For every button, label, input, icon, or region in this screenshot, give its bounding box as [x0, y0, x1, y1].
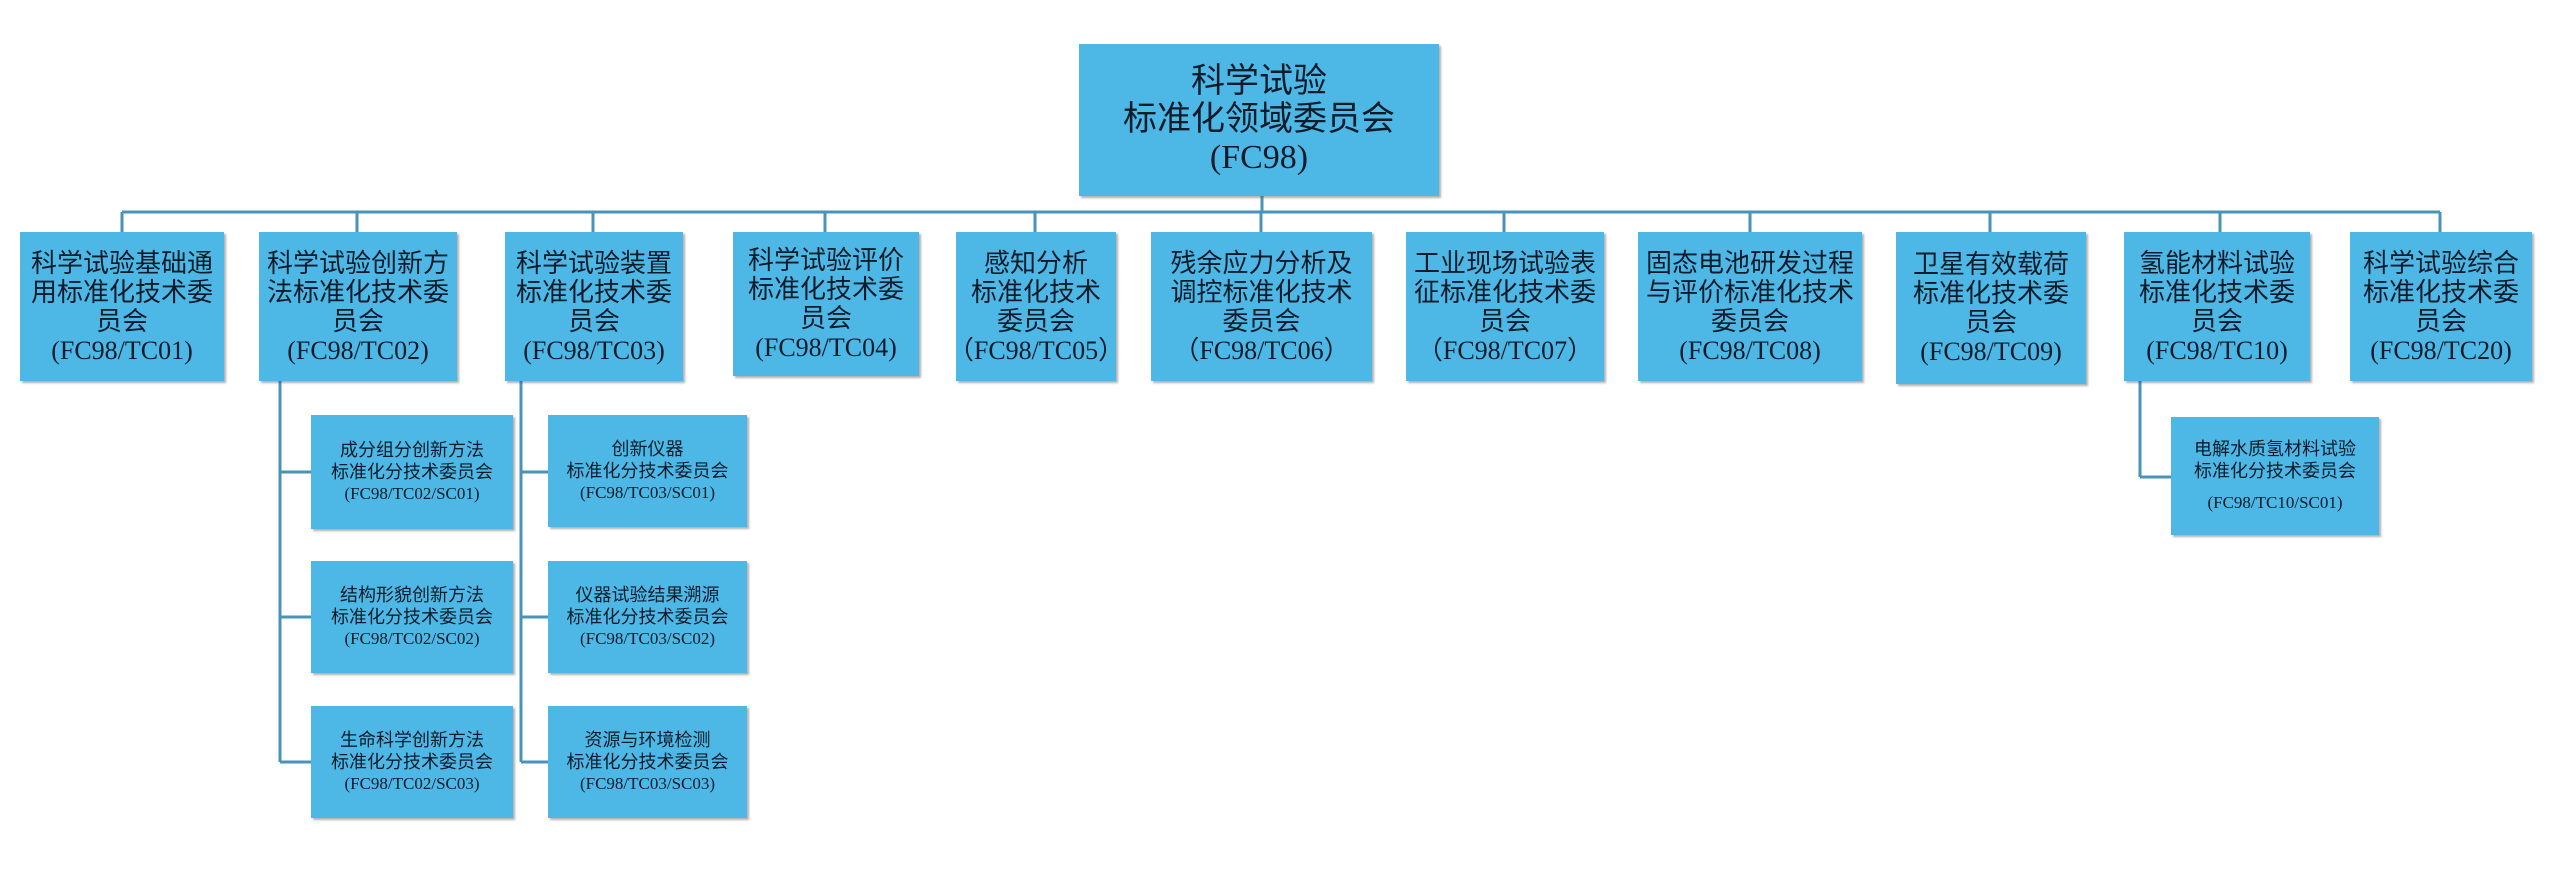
subcommittee-tc03-sc03: 资源与环境检测 标准化分技术委员会 (FC98/TC03/SC03) [548, 706, 747, 818]
committee-tc09: 卫星有效载荷 标准化技术委 员会 (FC98/TC09) [1896, 232, 2086, 384]
committee-tc20: 科学试验综合 标准化技术委 员会 (FC98/TC20) [2350, 232, 2532, 381]
subcommittee-code: (FC98/TC02/SC03) [344, 774, 480, 793]
root-committee: 科学试验 标准化领域委员会 (FC98) [1079, 44, 1439, 196]
committee-code: （FC98/TC06） [1173, 335, 1350, 365]
subcommittee-code: (FC98/TC03/SC01) [579, 483, 716, 502]
committee-code: (FC98/TC20) [2370, 335, 2512, 365]
committee-name-line: 标准化技术委 [2362, 277, 2519, 307]
committee-name-line: 标准化技术委 [747, 275, 904, 304]
committee-name-line: 科学试验基础通 [30, 248, 213, 278]
committee-name-line: 标准化技术委 [515, 277, 672, 307]
subcommittee-name-line: 结构形貌创新方法 [340, 585, 484, 605]
subcommittee-code: (FC98/TC10/SC01) [2207, 493, 2343, 512]
subcommittee-tc02-sc01: 成分组分创新方法 标准化分技术委员会 (FC98/TC02/SC01) [311, 415, 513, 529]
committee-name-line: 员会 [1478, 306, 1531, 336]
subcommittee-code: (FC98/TC03/SC02) [579, 629, 716, 648]
committee-name-line: 标准化技术 [970, 277, 1101, 307]
committee-name-line: 委员会 [1222, 306, 1301, 336]
subcommittee-tc03-sc02: 仪器试验结果溯源 标准化分技术委员会 (FC98/TC03/SC02) [548, 561, 747, 673]
committee-name-line: 残余应力分析及 [1170, 248, 1353, 278]
subcommittee-name-line: 标准化分技术委员会 [566, 461, 729, 481]
committee-name-line: 标准化技术委 [2138, 277, 2295, 307]
subcommittee-name-line: 资源与环境检测 [584, 730, 711, 750]
committee-code: (FC98/TC10) [2146, 335, 2288, 365]
committee-code: (FC98/TC09) [1920, 337, 2062, 366]
committee-name-line: 固态电池研发过程 [1645, 248, 1854, 278]
subcommittee-tc02-sc03: 生命科学创新方法 标准化分技术委员会 (FC98/TC02/SC03) [311, 706, 513, 818]
committee-name-line: 科学试验评价 [747, 246, 904, 275]
committee-name-line: 工业现场试验表 [1413, 248, 1596, 278]
subcommittee-name-line: 标准化分技术委员会 [566, 752, 729, 772]
committee-name-line: 与评价标准化技术 [1645, 277, 1854, 307]
subcommittee-tc02-sc02: 结构形貌创新方法 标准化分技术委员会 (FC98/TC02/SC02) [311, 561, 513, 673]
subcommittee-code: (FC98/TC02/SC01) [344, 484, 480, 503]
committee-code: (FC98/TC02) [287, 335, 429, 365]
committee-tc07: 工业现场试验表 征标准化技术委 员会 （FC98/TC07） [1406, 232, 1604, 381]
committee-tc02: 科学试验创新方 法标准化技术委 员会 (FC98/TC02) [259, 232, 457, 381]
committee-name-line: 用标准化技术委 [30, 277, 213, 307]
subcommittee-name-line: 标准化分技术委员会 [566, 607, 729, 627]
subcommittee-name-line: 成分组分创新方法 [340, 440, 484, 460]
committee-code: (FC98/TC01) [51, 335, 193, 365]
committee-name-line: 员会 [1964, 308, 2017, 337]
committee-name-line: 氢能材料试验 [2138, 248, 2295, 278]
committee-name-line: 科学试验创新方 [266, 248, 449, 278]
subcommittee-code: (FC98/TC02/SC02) [344, 629, 480, 648]
committee-name-line: 感知分析 [983, 248, 1088, 278]
committee-name-line: 调控标准化技术 [1170, 277, 1353, 307]
committee-code: (FC98/TC03) [523, 335, 665, 365]
committee-name-line: 员会 [2190, 306, 2243, 336]
subcommittee-name-line: 生命科学创新方法 [340, 730, 484, 750]
root-title-line2: 标准化领域委员会 [1123, 101, 1395, 138]
root-title-line1: 科学试验 [1191, 63, 1327, 100]
committee-name-line: 标准化技术委 [1912, 279, 2069, 308]
committee-name-line: 员会 [2414, 306, 2467, 336]
committee-name-line: 委员会 [996, 306, 1075, 336]
committee-tc10: 氢能材料试验 标准化技术委 员会 (FC98/TC10) [2124, 232, 2310, 381]
committee-name-line: 员会 [799, 304, 852, 333]
committee-tc04: 科学试验评价 标准化技术委 员会 (FC98/TC04) [733, 232, 919, 376]
subcommittee-name-line: 标准化分技术委员会 [331, 462, 493, 482]
committee-code: (FC98/TC04) [755, 333, 897, 362]
committee-name-line: 卫星有效载荷 [1912, 250, 2069, 279]
subcommittee-name-line: 标准化分技术委员会 [331, 607, 493, 627]
committee-tc06: 残余应力分析及 调控标准化技术 委员会 （FC98/TC06） [1151, 232, 1372, 381]
subcommittee-name-line: 仪器试验结果溯源 [575, 585, 720, 605]
committee-tc03: 科学试验装置 标准化技术委 员会 (FC98/TC03) [505, 232, 683, 381]
committee-name-line: 员会 [95, 306, 148, 336]
committee-tc05: 感知分析 标准化技术 委员会 （FC98/TC05） [956, 232, 1116, 381]
committee-tc01: 科学试验基础通 用标准化技术委 员会 (FC98/TC01) [20, 232, 224, 381]
subcommittee-name-line: 创新仪器 [611, 439, 684, 459]
committee-name-line: 员会 [331, 306, 384, 336]
subcommittee-name-line: 标准化分技术委员会 [2194, 461, 2356, 481]
subcommittee-name-line: 标准化分技术委员会 [331, 752, 493, 772]
root-code: (FC98) [1209, 139, 1309, 176]
committee-name-line: 征标准化技术委 [1413, 277, 1596, 307]
subcommittee-name-line: 电解水质氢材料试验 [2194, 439, 2356, 459]
subcommittee-code: (FC98/TC03/SC03) [579, 774, 716, 793]
committee-name-line: 法标准化技术委 [266, 277, 449, 307]
committee-name-line: 员会 [567, 306, 620, 336]
committee-name-line: 科学试验综合 [2362, 248, 2519, 278]
subcommittee-tc10-sc01: 电解水质氢材料试验 标准化分技术委员会 (FC98/TC10/SC01) [2171, 417, 2379, 535]
committee-code: （FC98/TC07） [1416, 335, 1594, 365]
committee-name-line: 委员会 [1710, 306, 1789, 336]
committee-code: (FC98/TC08) [1679, 335, 1821, 365]
committee-name-line: 科学试验装置 [515, 248, 672, 278]
committee-code: （FC98/TC05） [956, 335, 1116, 365]
committee-tc08: 固态电池研发过程 与评价标准化技术 委员会 (FC98/TC08) [1638, 232, 1862, 381]
subcommittee-tc03-sc01: 创新仪器 标准化分技术委员会 (FC98/TC03/SC01) [548, 415, 747, 527]
